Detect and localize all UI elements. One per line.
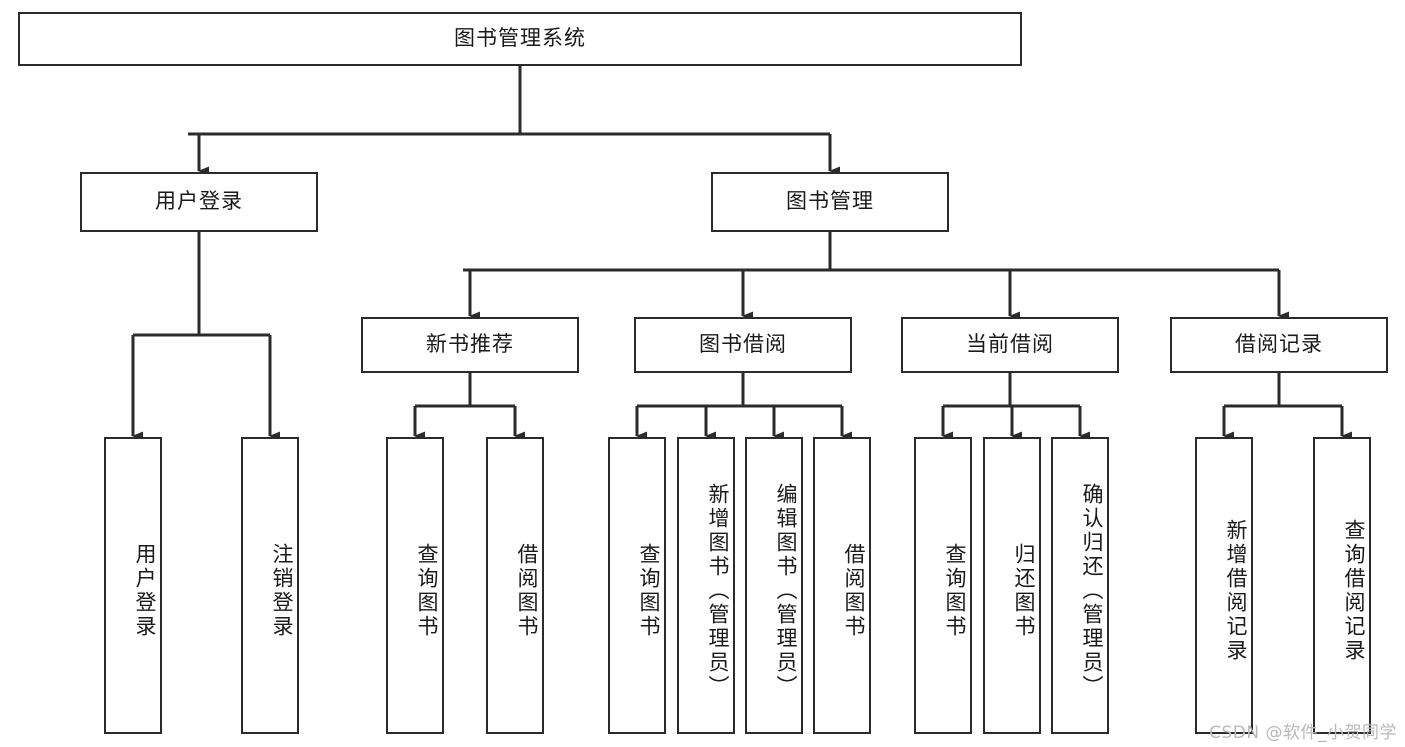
node-label: 确认归还（管理员）	[1080, 482, 1104, 699]
node-leaf-cb-query: 查询图书	[914, 437, 972, 734]
node-label: 图书借阅	[699, 332, 787, 357]
node-l2-current-borrow: 当前借阅	[901, 317, 1119, 373]
node-l2-book-borrow: 图书借阅	[634, 317, 852, 373]
node-leaf-bb-edit: 编辑图书（管理员）	[745, 437, 803, 734]
node-leaf-bb-query: 查询图书	[608, 437, 666, 734]
node-leaf-br-add: 新增借阅记录	[1195, 437, 1253, 734]
node-leaf-user-login: 用户登录	[104, 437, 162, 734]
node-l1-user-login: 用户登录	[80, 172, 318, 232]
node-label: 借阅图书	[515, 542, 539, 639]
node-label: 查询借阅记录	[1342, 518, 1366, 663]
node-leaf-logout: 注销登录	[241, 437, 299, 734]
node-label: 编辑图书（管理员）	[774, 482, 798, 699]
node-leaf-cb-return: 归还图书	[983, 437, 1041, 734]
node-l2-new-book-rec: 新书推荐	[361, 317, 579, 373]
node-leaf-nb-borrow: 借阅图书	[486, 437, 544, 734]
node-l2-borrow-record: 借阅记录	[1170, 317, 1388, 373]
node-label: 用户登录	[133, 542, 157, 639]
node-root: 图书管理系统	[18, 12, 1022, 66]
node-label: 查询图书	[415, 542, 439, 639]
node-label: 新增借阅记录	[1224, 518, 1248, 663]
node-leaf-nb-query: 查询图书	[386, 437, 444, 734]
node-leaf-cb-confirm: 确认归还（管理员）	[1051, 437, 1109, 734]
watermark-text: CSDN @软件_小贺同学	[1209, 723, 1397, 743]
node-label: 借阅记录	[1235, 332, 1323, 357]
node-leaf-bb-borrow: 借阅图书	[813, 437, 871, 734]
node-label: 注销登录	[270, 542, 294, 639]
node-leaf-br-query: 查询借阅记录	[1313, 437, 1371, 734]
node-label: 图书管理系统	[454, 26, 586, 51]
node-label: 新书推荐	[426, 332, 514, 357]
node-label: 图书管理	[786, 189, 874, 214]
node-label: 新增图书（管理员）	[706, 482, 730, 699]
node-label: 用户登录	[155, 189, 243, 214]
node-label: 当前借阅	[966, 332, 1054, 357]
node-l1-book-manage: 图书管理	[711, 172, 949, 232]
node-label: 查询图书	[637, 542, 661, 639]
node-label: 查询图书	[943, 542, 967, 639]
node-label: 归还图书	[1012, 542, 1036, 639]
node-label: 借阅图书	[842, 542, 866, 639]
node-leaf-bb-add: 新增图书（管理员）	[677, 437, 735, 734]
